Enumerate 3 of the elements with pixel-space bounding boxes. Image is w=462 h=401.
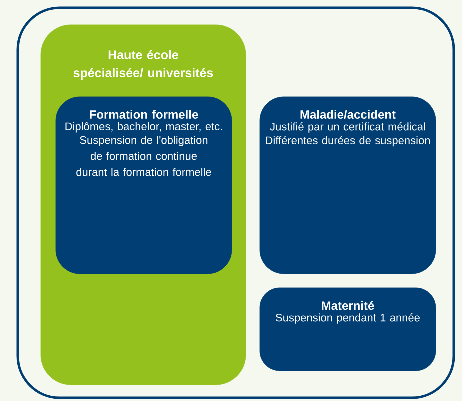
info-box: Maternité Suspension pendant 1 année bbox=[260, 288, 436, 372]
info-box: Maladie/accident Justifié par un certificat médical Différentes durées de suspension bbox=[260, 96, 436, 274]
info-box: Formation formelle Diplômes, bachelor, master, etc. Suspension de l'obligation de formation continue durant la formation formelle bbox=[56, 96, 232, 274]
